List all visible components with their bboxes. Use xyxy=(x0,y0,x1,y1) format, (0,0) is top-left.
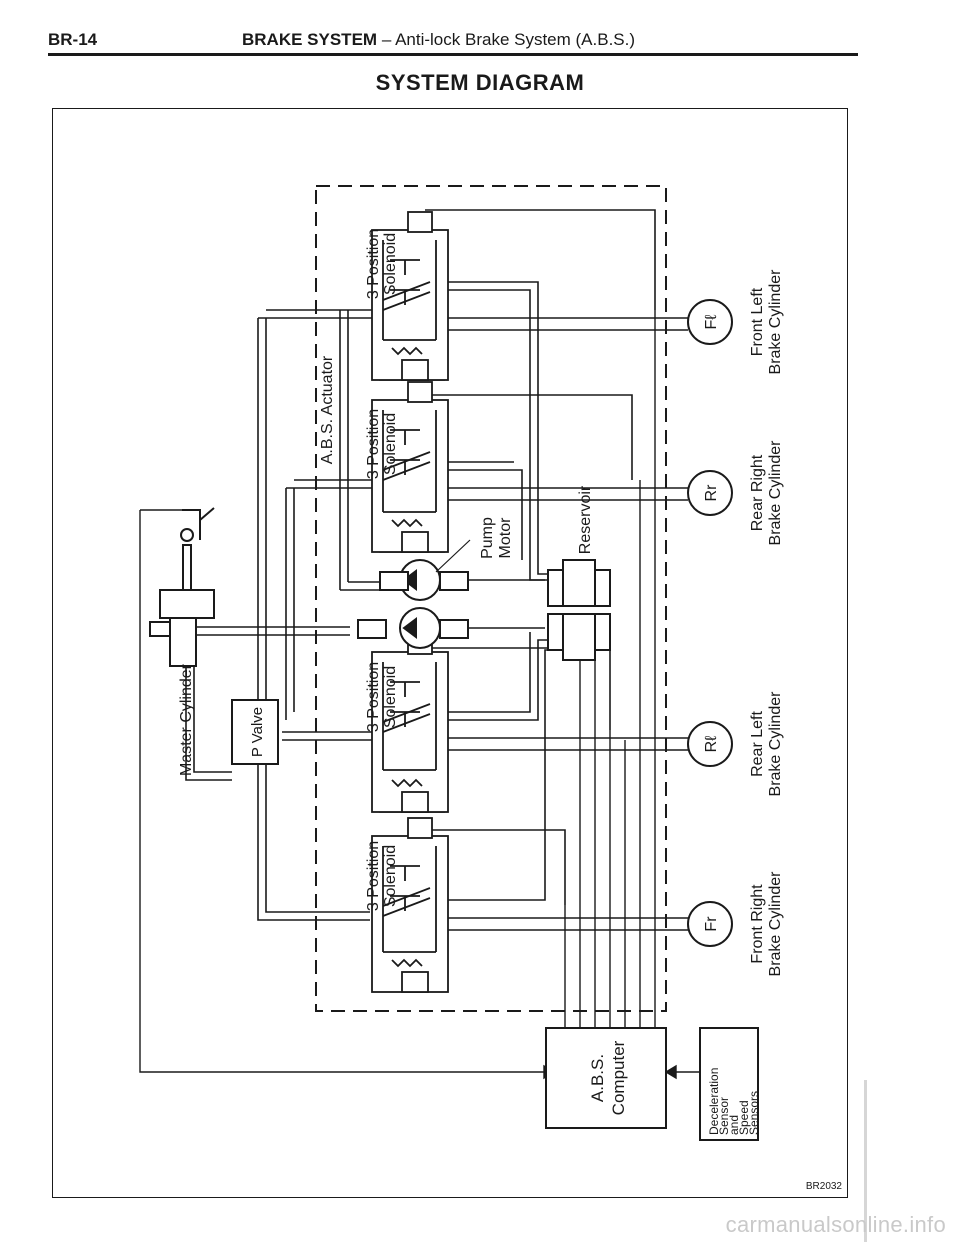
page-header: BR-14 BRAKE SYSTEM – Anti-lock Brake Sys… xyxy=(48,30,858,60)
abs-computer: A.B.S. Computer xyxy=(545,1027,667,1129)
p-valve-label: P Valve xyxy=(249,707,266,757)
wheel-rr-label-2: Brake Cylinder xyxy=(767,440,784,546)
wheel-lines xyxy=(445,317,688,931)
master-cylinder-label: Master Cylinder xyxy=(178,663,195,776)
reservoir-lower xyxy=(547,613,611,661)
solenoid-valve-fr xyxy=(371,817,449,993)
reservoir-label: Reservoir xyxy=(577,485,594,554)
watermark: carmanualsonline.info xyxy=(725,1212,946,1237)
wheel-rl: Rℓ Rear Left Brake Cylinder xyxy=(687,691,784,797)
actuator-label: A.B.S. Actuator xyxy=(319,355,336,464)
solenoid-valve-rl xyxy=(371,633,449,813)
pump-motor-label-1: Pump xyxy=(479,517,496,559)
header-title: BRAKE SYSTEM – Anti-lock Brake System (A… xyxy=(242,30,635,50)
wheel-rr-symbol: Rr xyxy=(703,484,720,502)
wheel-fl: Fℓ Front Left Brake Cylinder xyxy=(687,269,784,375)
pump-upper xyxy=(379,559,469,601)
return-lines xyxy=(420,209,656,905)
solenoid-rr-label-1: 3 Position xyxy=(365,409,382,479)
wheel-rr-label-1: Rear Right xyxy=(749,454,766,531)
wheel-fl-label-2: Brake Cylinder xyxy=(767,269,784,375)
sensors-box: Deceleration Sensor and Speed Sensors xyxy=(699,1027,761,1141)
title-separator: – xyxy=(381,30,392,49)
wheel-fr-label-1: Front Right xyxy=(749,884,766,964)
subsection-title: Anti-lock Brake System (A.B.S.) xyxy=(395,30,636,49)
solenoid-valve-fl xyxy=(371,211,449,381)
wheel-fr: Fr Front Right Brake Cylinder xyxy=(687,871,784,977)
wheel-rl-label-2: Brake Cylinder xyxy=(767,691,784,797)
diagram-title: SYSTEM DIAGRAM xyxy=(375,70,585,95)
solenoid-fl-label-2: Solenoid xyxy=(382,233,399,295)
wheel-rl-symbol: Rℓ xyxy=(703,736,720,753)
wheel-rr: Rr Rear Right Brake Cylinder xyxy=(687,440,784,546)
solenoid-fl-label-1: 3 Position xyxy=(365,229,382,299)
header-rule xyxy=(48,53,858,56)
actuator-boundary xyxy=(315,185,667,1012)
solenoid-rl-label-1: 3 Position xyxy=(365,662,382,732)
page-number: BR-14 xyxy=(48,30,98,49)
section-title: BRAKE SYSTEM xyxy=(242,30,378,49)
wheel-fl-label-1: Front Left xyxy=(749,287,766,356)
p-valve: P Valve xyxy=(231,699,279,765)
figure-code: BR2032 xyxy=(805,1181,842,1192)
computer-label-1: A.B.S. xyxy=(588,1054,607,1102)
sensor-label-3: and xyxy=(727,1115,741,1135)
sensor-label-4: Speed xyxy=(737,1100,751,1135)
wheel-fl-symbol: Fℓ xyxy=(703,315,720,330)
wheel-rl-label-1: Rear Left xyxy=(749,711,766,777)
solenoid-rl-label-2: Solenoid xyxy=(382,666,399,728)
diagram-frame xyxy=(52,108,848,1198)
pump-lower xyxy=(357,607,469,649)
pump-motor-label-2: Motor xyxy=(497,517,514,559)
solenoid-rr-label-2: Solenoid xyxy=(382,413,399,475)
sensor-label-5: Sensors xyxy=(747,1091,761,1135)
solenoid-fr-label-2: Solenoid xyxy=(382,845,399,907)
master-cylinder-drawing xyxy=(149,507,215,667)
sensor-label-1: Deceleration xyxy=(707,1068,721,1135)
solenoid-fr-label-1: 3 Position xyxy=(365,841,382,911)
wheel-fr-symbol: Fr xyxy=(703,916,720,932)
page-spine-shadow xyxy=(864,1080,867,1242)
computer-label-2: Computer xyxy=(609,1040,628,1115)
solenoid-valve-rr xyxy=(371,381,449,553)
wheel-fr-label-2: Brake Cylinder xyxy=(767,871,784,977)
sensor-label-2: Sensor xyxy=(717,1097,731,1135)
reservoir-upper xyxy=(547,559,611,607)
pump-motor-leader xyxy=(435,539,471,573)
